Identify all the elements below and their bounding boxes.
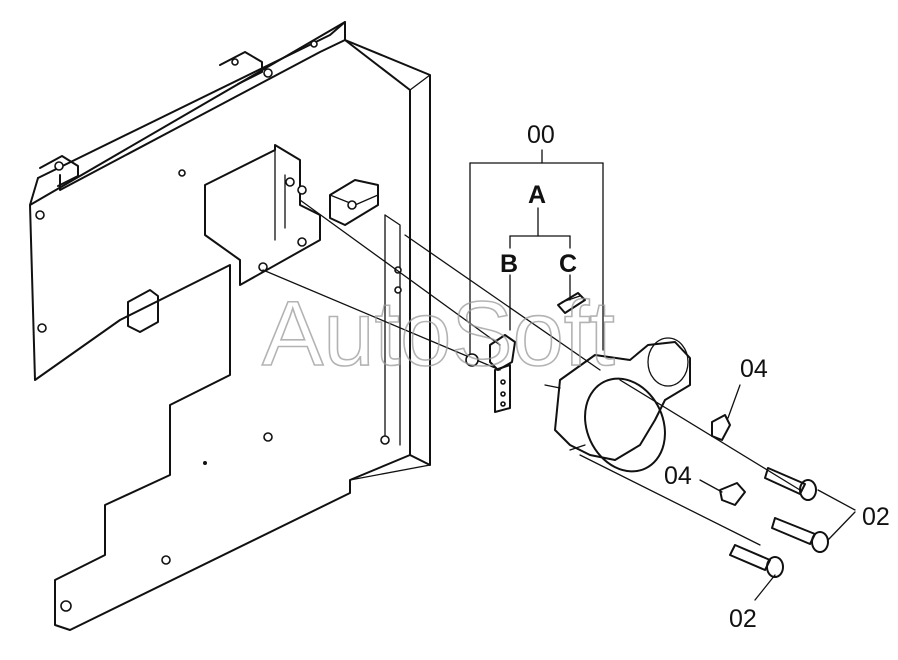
label-04-upper: 04 xyxy=(740,355,768,383)
alignment-lines xyxy=(262,199,801,546)
watermark: AutoSoft xyxy=(262,283,615,385)
label-b: B xyxy=(500,250,518,278)
panel-holes xyxy=(35,40,402,612)
screw-upper xyxy=(764,467,817,501)
mounting-panel xyxy=(29,21,431,631)
sub-part-c-screw xyxy=(557,292,586,314)
label-00: 00 xyxy=(527,121,555,149)
label-c: C xyxy=(559,250,577,278)
label-04-lower: 04 xyxy=(664,462,692,490)
sub-part-b xyxy=(465,334,516,413)
callout-leaders xyxy=(699,384,856,601)
screw-lower xyxy=(729,544,784,578)
label-02-single: 02 xyxy=(729,605,757,633)
motor-actuator xyxy=(544,337,691,473)
screw-middle xyxy=(771,517,829,553)
label-02-pair: 02 xyxy=(862,503,890,531)
label-a: A xyxy=(528,181,546,209)
clip-lower xyxy=(719,482,746,506)
clip-upper xyxy=(711,414,731,441)
